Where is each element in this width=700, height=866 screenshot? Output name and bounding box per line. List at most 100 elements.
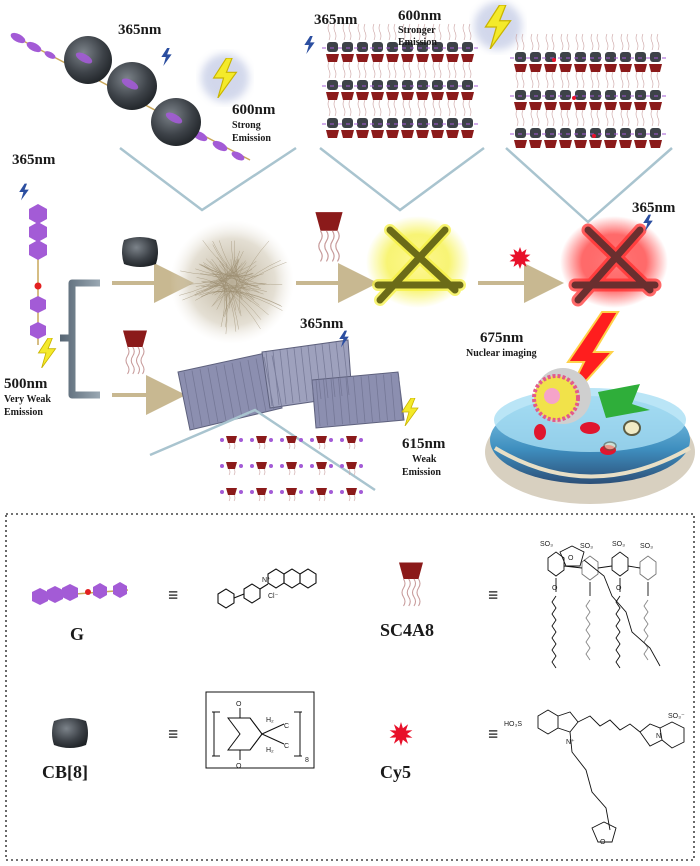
sheet-texture-line [223, 364, 235, 420]
alkyl-tail [515, 71, 525, 89]
guest-dot [269, 438, 273, 442]
alkyl-tail [545, 71, 555, 89]
alkyl-tail [620, 109, 630, 127]
guest-emission-line1: Very Weak [4, 394, 51, 405]
sc4a8-head [619, 102, 632, 110]
alkyl-tail [402, 23, 412, 41]
sc4a8-head [446, 92, 459, 100]
cb8-ring [432, 80, 443, 90]
emission-bolt-icon [37, 338, 57, 368]
sheet-texture-line [199, 368, 211, 425]
sc4a8-head [446, 130, 459, 138]
legend-sc4a8-name: SC4A8 [380, 620, 434, 640]
top-mid-emission-line2: Emission [398, 37, 437, 48]
alkyl-tail [530, 33, 540, 51]
cy5-n-label: N [656, 733, 661, 740]
cb8-ring [357, 80, 368, 90]
cb8-ring [620, 52, 631, 62]
alkyl-tail [620, 71, 630, 89]
alkyl-tail [318, 468, 326, 476]
sc4a8-head [589, 102, 602, 110]
sc4a8-head [346, 488, 357, 495]
sc4a8-head [356, 54, 369, 62]
cy5-so3-minus-label: SO₃⁻ [668, 713, 685, 720]
cb8-subscript-8: 8 [305, 757, 309, 764]
top-left-emission-wl: 600nm [232, 102, 276, 118]
sheet-texture-line [271, 355, 283, 409]
alkyl-tail [635, 71, 645, 89]
sheet-amphiphile-grid [220, 436, 363, 502]
sc4a8-head [649, 140, 662, 148]
sc4a8-head [604, 64, 617, 72]
sheet-texture-line [231, 362, 243, 418]
sc4a8-head [371, 130, 384, 138]
fiber-strand [196, 260, 240, 293]
alkyl-tail [228, 442, 236, 450]
alkyl-tail [560, 33, 570, 51]
sheet-texture-line [335, 341, 343, 397]
sc4a8-head [604, 102, 617, 110]
cell-illustration [485, 368, 695, 504]
cb8-ring [372, 118, 383, 128]
so3-label-3: SO₃ [612, 541, 625, 548]
bottom-v-frame [149, 408, 376, 492]
cb8-ring [635, 90, 646, 100]
sc4a8-head [401, 130, 414, 138]
cb8-ring [545, 90, 556, 100]
alkyl-tail [417, 61, 427, 79]
alkyl-tail [650, 71, 660, 89]
sc4a8-head [431, 92, 444, 100]
cb8-ring [432, 118, 443, 128]
alkyl-tail [590, 71, 600, 89]
glowing-bolt-icon [201, 54, 249, 102]
fiber-strand [215, 272, 237, 311]
sheet-texture-line [342, 340, 350, 396]
sheet-texture-line [279, 349, 287, 405]
sc4a8-amphiphile-icon [314, 212, 344, 262]
alkyl-tail [575, 109, 585, 127]
alkyl-tail [228, 494, 236, 502]
alkyl-tail [545, 33, 555, 51]
alkyl-tail [342, 61, 352, 79]
fiber-strand [212, 283, 283, 306]
cb8-ring [447, 80, 458, 90]
sheet-texture-line [375, 375, 381, 422]
fiber-strand [202, 240, 265, 285]
sc4a8-head [574, 102, 587, 110]
fiber-strand [195, 262, 243, 287]
guest-dot [239, 464, 243, 468]
cb8-ring [650, 128, 661, 138]
cb8-ring [635, 128, 646, 138]
sc4a8-head [316, 436, 327, 443]
sc4a8-head [341, 54, 354, 62]
cb8-ring [575, 52, 586, 62]
sheet-texture-line [360, 376, 366, 423]
sc4a8-head [226, 436, 237, 443]
so3-label-1: SO₃ [540, 541, 553, 548]
sc4a8-head [316, 488, 327, 495]
alkyl-tail [387, 61, 397, 79]
cb8-ring [342, 42, 353, 52]
cy5-dot [572, 96, 576, 100]
alkyl-tail [432, 61, 442, 79]
fiber-strand [215, 264, 228, 318]
sheet-texture-line [330, 378, 336, 425]
cy5-hso3-label: HO₃S [504, 721, 522, 728]
guest-dot [329, 438, 333, 442]
alkyl-tail [372, 61, 382, 79]
top-mid-emission-line1: Stronger [398, 25, 436, 36]
sc4a8-head [226, 462, 237, 469]
sheet-emission-line2: Emission [402, 467, 441, 478]
fiber-strand [230, 259, 245, 291]
sc4a8-head [346, 436, 357, 443]
sc4a8-chemical-structure [547, 551, 657, 669]
guest-dot [310, 464, 314, 468]
fiber-network [170, 220, 294, 344]
cb8-ring [387, 118, 398, 128]
cb8-ring [590, 52, 601, 62]
right-excitation-label: 365nm [632, 200, 676, 216]
cy5-dot [592, 134, 596, 138]
cb8-ring [447, 118, 458, 128]
cy5-o-bottom-label: O [600, 839, 606, 846]
legend-panel [5, 513, 695, 861]
